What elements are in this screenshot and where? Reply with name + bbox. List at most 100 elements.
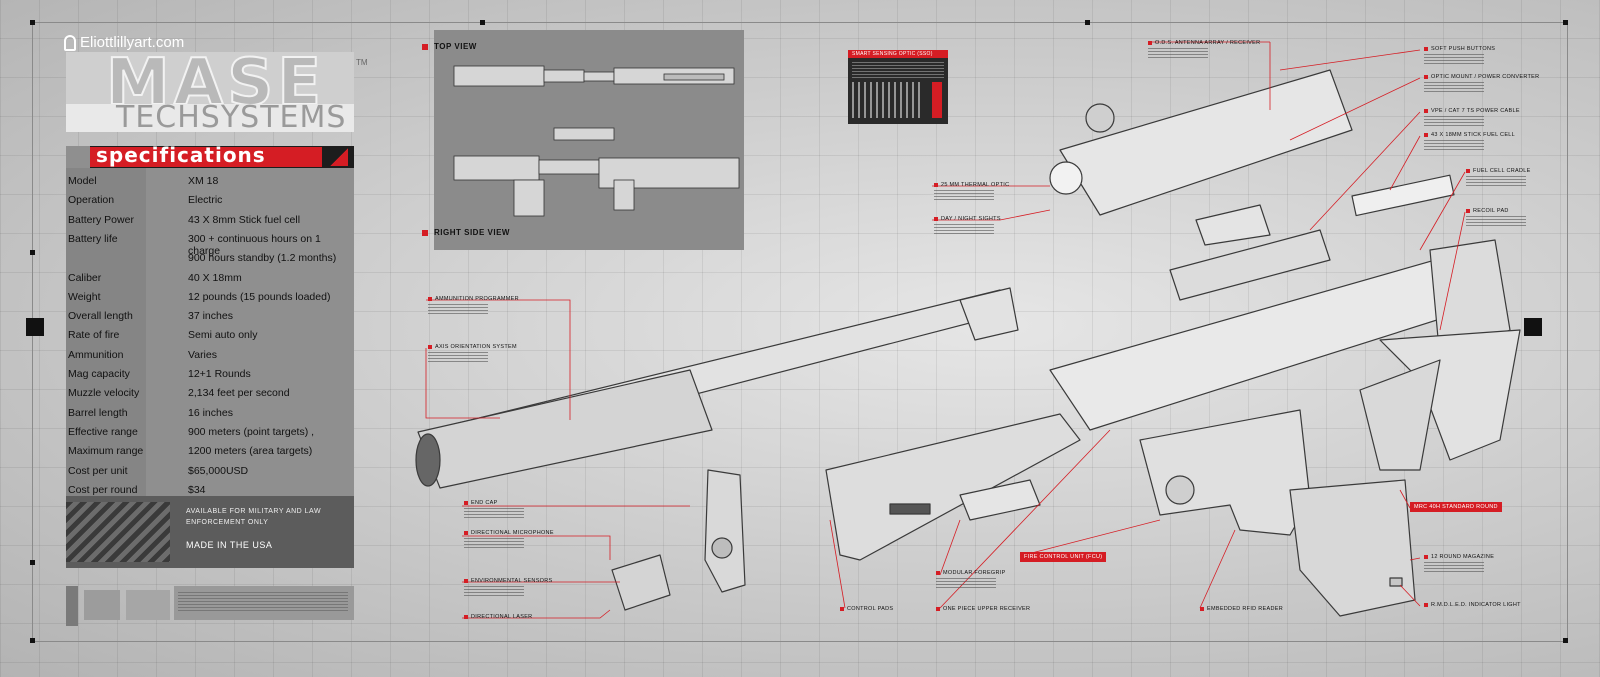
edge-tick	[1085, 20, 1090, 25]
spec-key: Ammunition	[68, 348, 124, 361]
callout-magazine: 12 ROUND MAGAZINE	[1424, 554, 1494, 574]
spec-row: Overall length 37 inches	[66, 307, 354, 326]
title-block	[66, 586, 354, 626]
corner-tick	[30, 638, 35, 643]
callout-control-pads: CONTROL PADS	[840, 606, 893, 612]
callout-fcu: FIRE CONTROL UNIT (FCU)	[1020, 552, 1107, 562]
brand-block: MASE TECHSYSTEMS TM	[66, 45, 368, 135]
callout-rfid: EMBEDDED RFID READER	[1200, 606, 1283, 612]
registration-mark-right	[1524, 318, 1542, 336]
made-in-label: MADE IN THE USA	[186, 540, 273, 550]
site-url[interactable]: Eliottlillyart.com	[80, 34, 185, 51]
spec-row: Maximum range 1200 meters (area targets)	[66, 442, 354, 461]
callout-led: R.M.D.L.E.D. INDICATOR LIGHT	[1424, 602, 1521, 608]
edge-tick	[30, 250, 35, 255]
spec-row: Muzzle velocity 2,134 feet per second	[66, 384, 354, 403]
spec-value: 2,134 feet per second	[188, 387, 290, 400]
corner-tick	[30, 20, 35, 25]
callout-antenna: O.D.S. ANTENNA ARRAY / RECEIVER	[1148, 40, 1260, 60]
spec-value: 1200 meters (area targets)	[188, 445, 313, 458]
spec-row: Model XM 18	[66, 172, 354, 191]
spec-value: 37 inches	[188, 310, 233, 323]
spec-key: Cost per round	[68, 483, 138, 496]
spec-row: Caliber 40 X 18mm	[66, 269, 354, 288]
smart-sensing-optic-card: SMART SENSING OPTIC (SSO)	[848, 50, 948, 124]
spec-key: Maximum range	[68, 445, 144, 458]
availability-panel: AVAILABLE FOR MILITARY AND LAW ENFORCEME…	[66, 496, 354, 568]
spec-value: Varies	[188, 348, 217, 361]
optic-card-title: SMART SENSING OPTIC (SSO)	[852, 51, 933, 57]
spec-value: 16 inches	[188, 406, 233, 419]
edge-tick	[480, 20, 485, 25]
spec-row: Ammunition Varies	[66, 346, 354, 365]
views-drawing	[453, 65, 740, 217]
callout-recoil-pad: RECOIL PAD	[1466, 208, 1526, 228]
spec-key: Weight	[68, 290, 101, 303]
spec-value: 12+1 Rounds	[188, 368, 251, 380]
magazine	[1289, 479, 1416, 617]
registration-mark-left	[26, 318, 44, 336]
spec-value: 43 X 8mm Stick fuel cell	[188, 213, 301, 226]
spec-row: Rate of fire Semi auto only	[66, 326, 354, 345]
spec-key: Mag capacity	[68, 368, 130, 380]
spec-value: 40 X 18mm	[188, 271, 242, 284]
specifications-title: specifications	[96, 143, 266, 167]
specifications-header: specifications	[90, 143, 354, 168]
callout-soft-push: SOFT PUSH BUTTONS	[1424, 46, 1495, 66]
spec-value: 900 hours standby (1.2 months)	[188, 252, 337, 265]
spec-row: Barrel length 16 inches	[66, 404, 354, 423]
spec-key: Battery life	[68, 232, 118, 245]
spec-key: Model	[68, 175, 97, 187]
edge-tick	[30, 560, 35, 565]
spec-key: Barrel length	[68, 406, 128, 419]
spec-value: 300 + continuous hours on 1 charge	[188, 232, 321, 257]
trademark: TM	[356, 58, 368, 67]
availability-note: AVAILABLE FOR MILITARY AND LAW ENFORCEME…	[186, 508, 322, 526]
spec-row: Weight 12 pounds (15 pounds loaded)	[66, 288, 354, 307]
spec-value: Semi auto only	[188, 329, 258, 342]
spec-value: Electric	[188, 194, 223, 207]
fire-control-unit	[1139, 409, 1311, 536]
spec-key: Effective range	[68, 425, 138, 438]
corner-tick	[1563, 20, 1568, 25]
callout-fuel-cradle: FUEL CELL CRADLE	[1466, 168, 1531, 188]
spec-row: Effective range 900 meters (point targets…	[66, 423, 354, 442]
corner-tick	[1563, 638, 1568, 643]
spec-row: Mag capacity 12+1 Rounds	[66, 365, 354, 384]
spec-value: 12 pounds (15 pounds loaded)	[188, 290, 331, 303]
header-chevron-icon	[330, 148, 348, 166]
hazard-hatch	[66, 502, 170, 562]
spec-key: Overall length	[68, 310, 133, 323]
spec-value: 900 meters (point targets) ,	[188, 425, 315, 438]
callout-power-cable: VPE / CAT 7 TS POWER CABLE	[1424, 108, 1520, 128]
spec-value: $65,000USD	[188, 464, 249, 477]
spec-value: XM 18	[188, 175, 219, 187]
callout-end-cap: END CAP	[464, 500, 524, 520]
spec-row: Cost per round $34	[66, 481, 354, 500]
callout-fuel-cell: 43 X 18MM STICK FUEL CELL	[1424, 132, 1515, 152]
callout-thermal: 25 MM THERMAL OPTIC	[934, 182, 1009, 202]
optic	[1059, 69, 1353, 216]
spec-key: Cost per unit	[68, 464, 128, 477]
spec-row: Battery life 300 + continuous hours on 1 …	[66, 230, 354, 257]
spec-row: Cost per unit $65,000USD	[66, 462, 354, 481]
artist-logo-icon	[64, 35, 76, 52]
spec-key: Muzzle velocity	[68, 387, 140, 400]
callout-microphone: DIRECTIONAL MICROPHONE	[464, 530, 554, 550]
spec-key: Rate of fire	[68, 329, 120, 342]
callout-upper-receiver: ONE PIECE UPPER RECEIVER	[936, 606, 1030, 612]
spec-key: Caliber	[68, 271, 102, 284]
spec-row: 900 hours standby (1.2 months)	[66, 249, 354, 268]
spec-value: $34	[188, 483, 206, 496]
suppressor	[417, 369, 713, 489]
right-view-label: RIGHT SIDE VIEW	[422, 228, 510, 237]
callout-ammo-programmer: AMMUNITION PROGRAMMER	[428, 296, 519, 316]
specifications-panel	[66, 146, 354, 496]
site-credit: Eliottlillyart.com	[64, 34, 185, 52]
brand-subtitle: TECHSYSTEMS	[116, 100, 347, 135]
callout-modular-foregrip: MODULAR FOREGRIP	[936, 570, 1006, 590]
